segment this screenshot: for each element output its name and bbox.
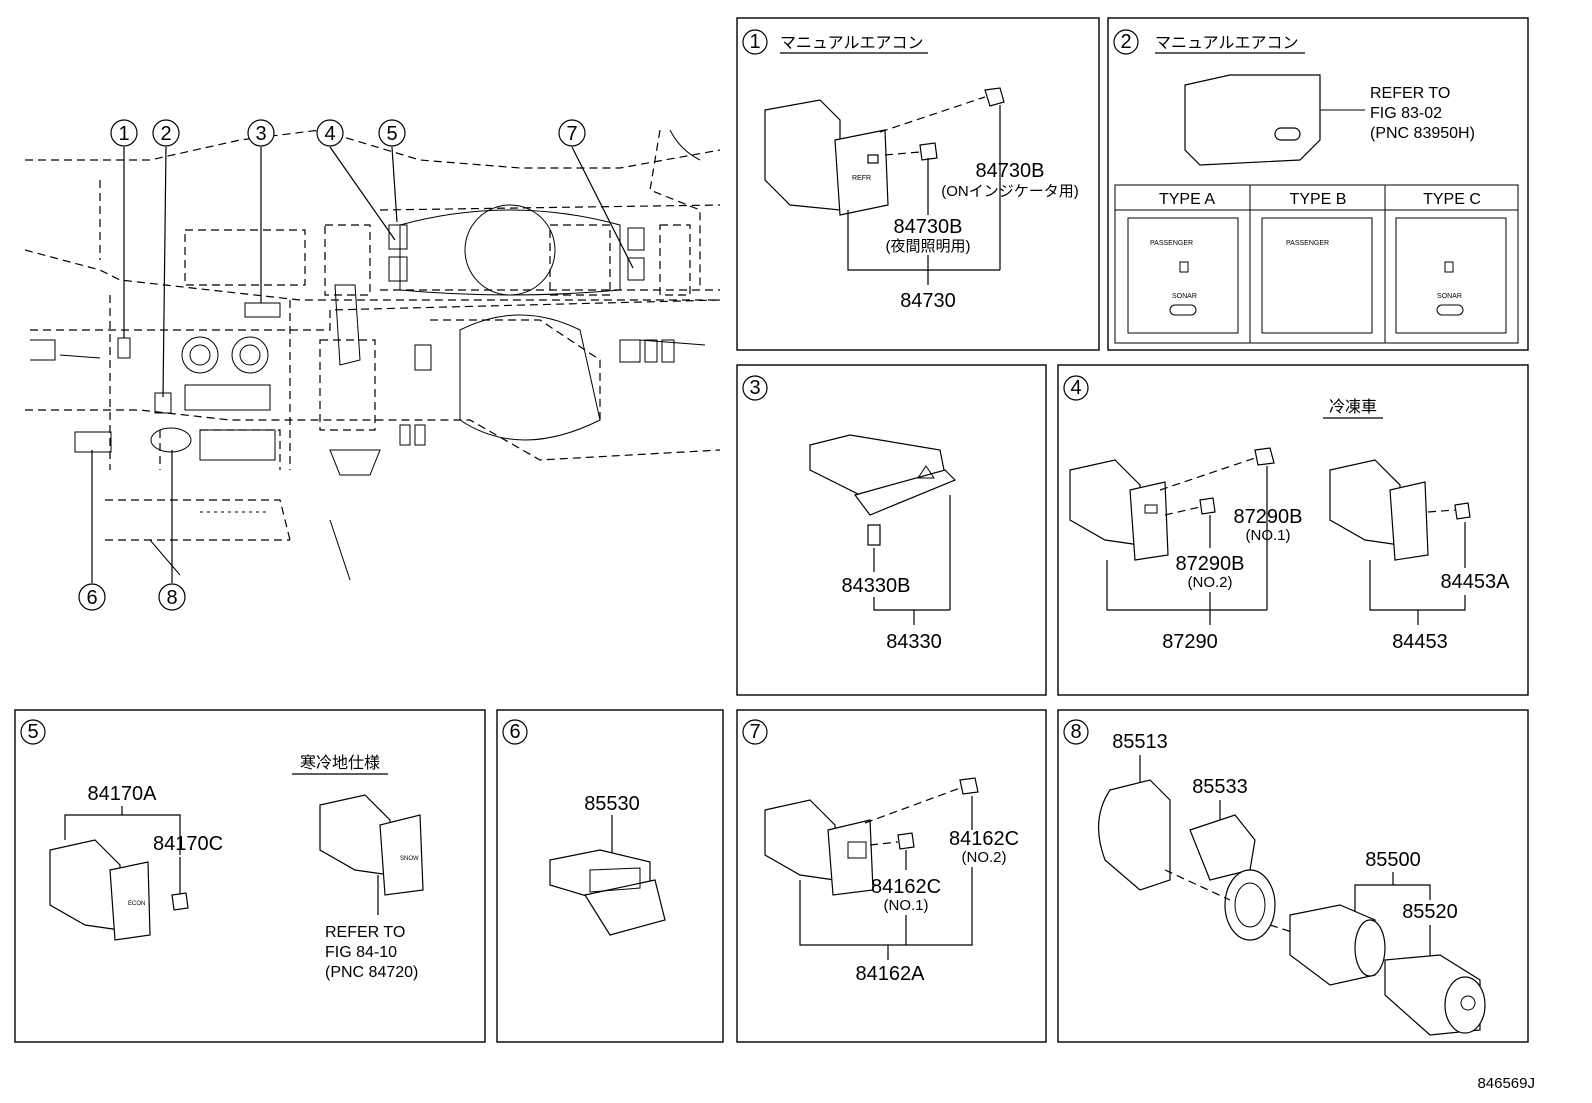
svg-text:7: 7 (749, 721, 760, 743)
label-87290B-no2: 87290B (1176, 553, 1245, 575)
svg-text:6: 6 (86, 587, 97, 609)
label-85500: 85500 (1365, 849, 1421, 871)
svg-text:4: 4 (1070, 377, 1081, 399)
dashboard-overview: 1 2 3 4 5 7 6 8 (24, 119, 721, 611)
label-87290: 87290 (1162, 631, 1218, 653)
label-84162C-no1: 84162C (871, 876, 941, 898)
callout-3: 3 (247, 119, 275, 147)
svg-text:3: 3 (255, 123, 266, 145)
label-84730B-on: 84730B (976, 160, 1045, 182)
svg-text:SNOW: SNOW (400, 856, 419, 862)
label-84730B-night: 84730B (894, 216, 963, 238)
label-84453A: 84453A (1441, 571, 1511, 593)
figure-id: 846569J (1477, 1075, 1535, 1092)
label-84162A: 84162A (856, 963, 926, 985)
svg-text:2: 2 (1120, 31, 1131, 53)
panel-8-cigarette-lighter: 8 85513 85533 85500 85520 (1057, 709, 1529, 1043)
label-85533: 85533 (1192, 776, 1248, 798)
switch-icon-text: REFR (852, 175, 871, 182)
svg-text:5: 5 (27, 721, 38, 743)
svg-text:5: 5 (386, 123, 397, 145)
panel-4-title: 冷凍車 (1329, 398, 1377, 416)
panel-4-refrigerated: 4 冷凍車 87290B (NO.1) 87290B (NO.2) 87290 … (1057, 364, 1529, 696)
svg-text:4: 4 (324, 123, 335, 145)
label-84330B: 84330B (842, 575, 911, 597)
label-84170A: 84170A (88, 783, 158, 805)
callout-2: 2 (152, 119, 180, 147)
panel-3-hazard: 3 84330B 84330 (736, 364, 1047, 696)
label-84730: 84730 (900, 290, 956, 312)
svg-text:2: 2 (160, 123, 171, 145)
label-84330: 84330 (886, 631, 942, 653)
panel-7-fog-switch: 7 84162C (NO.2) 84162C (NO.1) 84162A (736, 709, 1047, 1043)
label-87290B-no1: 87290B (1234, 506, 1303, 528)
callout-6: 6 (78, 583, 106, 611)
label-84170C: 84170C (153, 833, 223, 855)
svg-text:PASSENGER: PASSENGER (1286, 240, 1329, 247)
svg-text:(NO.1): (NO.1) (884, 897, 929, 914)
svg-text:FIG 84-10: FIG 84-10 (325, 944, 397, 961)
svg-text:1: 1 (118, 123, 129, 145)
svg-text:(NO.2): (NO.2) (962, 849, 1007, 866)
svg-text:SONAR: SONAR (1437, 293, 1462, 300)
svg-text:PASSENGER: PASSENGER (1150, 240, 1193, 247)
svg-text:(ONインジケータ用): (ONインジケータ用) (941, 183, 1079, 200)
label-84162C-no2: 84162C (949, 828, 1019, 850)
svg-text:6: 6 (509, 721, 520, 743)
svg-text:ECON: ECON (128, 901, 145, 907)
panel-5-cold-region: 5 寒冷地仕様 84170A 84170C ECON SNOW REFER TO… (14, 709, 486, 1043)
callout-7: 7 (558, 119, 586, 147)
svg-text:8: 8 (166, 587, 177, 609)
svg-text:FIG 83-02: FIG 83-02 (1370, 105, 1442, 122)
svg-text:(PNC 83950H): (PNC 83950H) (1370, 125, 1475, 142)
label-85530: 85530 (584, 793, 640, 815)
callout-1: 1 (110, 119, 138, 147)
panel-1-manual-ac: 1 マニュアルエアコン REFR 84730B (ONインジケータ用) 8473… (736, 17, 1100, 351)
panel-1-title: マニュアルエアコン (780, 35, 924, 52)
callout-5: 5 (378, 119, 406, 147)
svg-text:SONAR: SONAR (1172, 293, 1197, 300)
type-c-label: TYPE C (1423, 191, 1481, 208)
svg-text:8: 8 (1070, 721, 1081, 743)
panel-2-title: マニュアルエアコン (1155, 35, 1299, 52)
callout-8: 8 (158, 583, 186, 611)
label-85513: 85513 (1112, 731, 1168, 753)
panel-2-manual-ac: 2 マニュアルエアコン REFER TO FIG 83-02 (PNC 8395… (1107, 17, 1529, 351)
panel-5-title: 寒冷地仕様 (300, 753, 380, 772)
svg-text:REFER TO: REFER TO (1370, 85, 1450, 102)
svg-text:(PNC 84720): (PNC 84720) (325, 964, 418, 981)
svg-text:3: 3 (749, 377, 760, 399)
svg-text:REFER TO: REFER TO (325, 924, 405, 941)
label-84453: 84453 (1392, 631, 1448, 653)
svg-text:7: 7 (566, 123, 577, 145)
svg-text:(NO.2): (NO.2) (1188, 574, 1233, 591)
svg-text:1: 1 (749, 31, 760, 53)
svg-text:(NO.1): (NO.1) (1246, 527, 1291, 544)
label-85520: 85520 (1402, 901, 1458, 923)
callout-4: 4 (316, 119, 344, 147)
type-a-label: TYPE A (1159, 191, 1215, 208)
svg-text:(夜間照明用): (夜間照明用) (886, 238, 971, 255)
type-b-label: TYPE B (1290, 191, 1347, 208)
panel-6-ashtray: 6 85530 (496, 709, 724, 1043)
